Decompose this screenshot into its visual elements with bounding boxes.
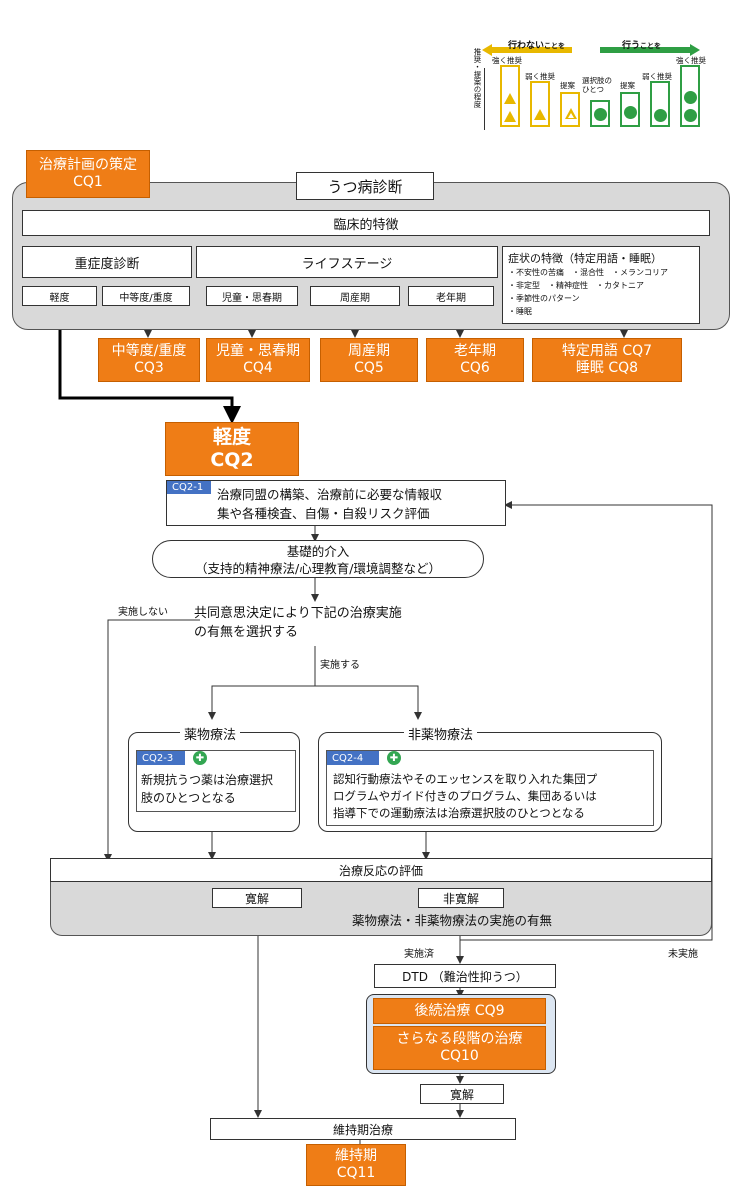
maintenance-box: 維持期治療 xyxy=(210,1118,516,1140)
drug-therapy-title: 薬物療法 xyxy=(180,724,241,743)
cq9-box: 後続治療 CQ9 xyxy=(373,998,546,1024)
option-icon xyxy=(594,108,607,121)
moderate-severe-box: 中等度/重度 xyxy=(102,286,190,306)
legend-col3-label: 提案 xyxy=(560,81,575,90)
option-icon: ✚ xyxy=(193,751,207,765)
cq1-box: 治療計画の策定 CQ1 xyxy=(26,150,150,198)
legend-col6-label: 弱く推奨 xyxy=(642,72,672,81)
legend-col4-label: 選択肢のひとつ xyxy=(582,76,612,94)
thumbs-up-icon xyxy=(684,109,697,122)
caution-icon xyxy=(504,93,516,104)
nondrug-therapy-title: 非薬物療法 xyxy=(404,724,478,743)
check-icon xyxy=(624,106,637,119)
child-adolescent-box: 児童・思春期 xyxy=(206,286,298,306)
legend-col5-label: 提案 xyxy=(620,81,635,90)
legend-do-label: 行うことを xyxy=(622,41,662,51)
thumbs-up-icon xyxy=(684,91,697,104)
do-arrow xyxy=(600,41,700,56)
legend-col2 xyxy=(530,81,550,127)
not-done-label: 実施しない xyxy=(118,607,168,618)
response-title: 治療反応の評価 xyxy=(50,858,712,882)
diagnosis-title: うつ病診断 xyxy=(296,172,434,200)
implementation-status: 薬物療法・非薬物療法の実施の有無 xyxy=(352,913,553,928)
legend-col1-label: 強く推奨 xyxy=(492,56,522,65)
symptom-title: 症状の特徴（特定用語・睡眠） xyxy=(508,252,662,265)
recommendation-legend: 行わないことを 行うことを 推奨・提案の程度 強く推奨 弱く推奨 提案 選択肢の… xyxy=(470,38,710,138)
not-implemented-label: 未実施 xyxy=(668,949,698,960)
perinatal-box: 周産期 xyxy=(310,286,400,306)
legend-col4 xyxy=(590,100,610,127)
option-icon: ✚ xyxy=(387,751,401,765)
legend-col1 xyxy=(500,65,520,127)
legend-col3 xyxy=(560,92,580,127)
legend-not-do-label: 行わないことを xyxy=(508,41,566,51)
severity-diagnosis: 重症度診断 xyxy=(22,246,192,278)
remission-box: 寛解 xyxy=(212,888,302,908)
caution-icon xyxy=(534,109,546,120)
cq2-1-tag: CQ2-1 xyxy=(167,481,211,494)
symptom-features: 症状の特徴（特定用語・睡眠） ・不安性の苦痛 ・混合性 ・メランコリア ・非定型… xyxy=(502,246,700,324)
clinical-features: 臨床的特徴 xyxy=(22,210,710,236)
mild-box: 軽度 xyxy=(22,286,97,306)
legend-col6 xyxy=(650,81,670,127)
dtd-remission-box: 寛解 xyxy=(420,1084,504,1104)
cq2-3-tag: CQ2-3 xyxy=(137,751,185,765)
dtd-box: DTD （難治性抑うつ） xyxy=(374,964,556,988)
legend-axis xyxy=(484,68,485,130)
cq2-1-box: CQ2-1 治療同盟の構築、治療前に必要な情報収 集や各種検査、自傷・自殺リスク… xyxy=(166,480,506,526)
legend-col5 xyxy=(620,92,640,127)
thumbs-up-icon xyxy=(654,109,667,122)
cq2-4-box: CQ2-4 ✚ 認知行動療法やそのエッセンスを取り入れた集団プ ログラムやガイド… xyxy=(326,750,654,826)
cq2-4-tag: CQ2-4 xyxy=(327,751,379,765)
elderly-box: 老年期 xyxy=(408,286,494,306)
arrow-right-icon xyxy=(600,44,700,56)
implemented-label: 実施済 xyxy=(404,949,434,960)
cq2-3-box: CQ2-3 ✚ 新規抗うつ薬は治療選択 肢のひとつとなる xyxy=(136,750,296,812)
not-do-arrow xyxy=(482,41,572,56)
arrow-left-icon xyxy=(482,44,572,56)
shared-decision: 共同意思決定により下記の治療実施 の有無を選択する xyxy=(194,606,402,640)
nonremission-box: 非寛解 xyxy=(418,888,504,908)
basic-intervention: 基礎的介入 （支持的精神療法/心理教育/環境調整など） xyxy=(152,540,484,578)
legend-col7-label: 強く推奨 xyxy=(676,56,706,65)
legend-vertical-label: 推奨・提案の程度 xyxy=(473,48,482,108)
legend-col2-label: 弱く推奨 xyxy=(525,72,555,81)
caution-icon xyxy=(504,111,516,122)
done-label: 実施する xyxy=(320,660,360,671)
legend-col7 xyxy=(680,65,700,127)
life-stage: ライフステージ xyxy=(196,246,498,278)
